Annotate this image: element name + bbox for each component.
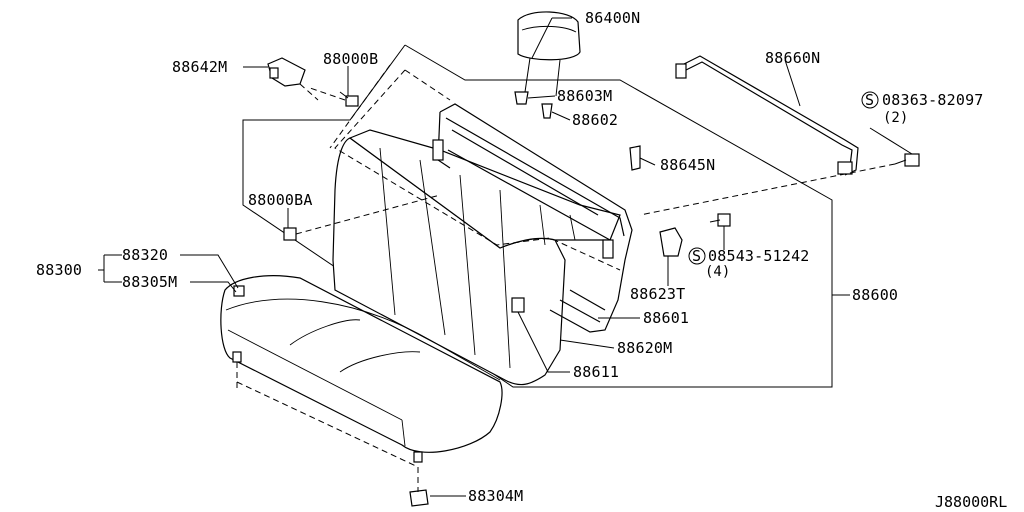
back-clip-88611[interactable] (511, 297, 525, 313)
label-86400N: 86400N (585, 9, 640, 27)
seat-cushion[interactable] (220, 275, 503, 453)
label-08543-qty: (4) (705, 264, 730, 280)
cushion-hook-right (413, 451, 423, 463)
screw-symbol-1: S (861, 91, 879, 109)
label-08363-82097: 08363-82097 (882, 91, 984, 109)
label-88600: 88600 (852, 286, 898, 304)
back-assembly-boundary (242, 44, 833, 388)
headrest[interactable] (517, 11, 581, 97)
label-88320: 88320 (122, 246, 168, 264)
label-88611: 88611 (573, 363, 619, 381)
screw-08543[interactable] (709, 213, 731, 227)
rear-trim-bar[interactable] (675, 55, 859, 176)
label-88000B: 88000B (323, 50, 378, 68)
label-88603M: 88603M (557, 87, 612, 105)
svg-text:S: S (865, 91, 874, 109)
svg-text:S: S (692, 247, 701, 265)
screw-symbol-2: S (688, 247, 706, 265)
label-88620M: 88620M (617, 339, 672, 357)
seatback-frame[interactable] (432, 103, 633, 333)
leader-lines (98, 17, 913, 497)
frame-outline-dashed (334, 69, 621, 271)
label-08363-qty: (2) (883, 110, 908, 126)
label-88645N: 88645N (660, 156, 715, 174)
diagram-reference: J88000RL (935, 493, 1007, 511)
screw-08363[interactable] (894, 153, 920, 167)
clip-88645N[interactable] (629, 145, 641, 171)
cushion-clip-88304M[interactable] (409, 489, 429, 507)
label-88660N: 88660N (765, 49, 820, 67)
label-88000BA: 88000BA (248, 191, 313, 209)
bolt-left[interactable] (283, 227, 297, 241)
clip-88603M[interactable] (514, 91, 529, 105)
clip-88602[interactable] (541, 103, 553, 119)
bolt-top[interactable] (339, 91, 359, 107)
hinge-left[interactable] (267, 57, 306, 87)
seatback-cushion[interactable] (332, 129, 621, 386)
label-88305M: 88305M (122, 273, 177, 291)
label-88601: 88601 (643, 309, 689, 327)
label-08543-51242: 08543-51242 (708, 247, 810, 265)
label-88602: 88602 (572, 111, 618, 129)
label-88300: 88300 (36, 261, 82, 279)
label-88623T: 88623T (630, 285, 685, 303)
cushion-clip-88320[interactable] (233, 285, 245, 297)
label-88642M: 88642M (172, 58, 227, 76)
bracket-88623T[interactable] (659, 227, 683, 257)
cushion-hook-left (232, 351, 242, 363)
label-88304M: 88304M (468, 487, 523, 505)
